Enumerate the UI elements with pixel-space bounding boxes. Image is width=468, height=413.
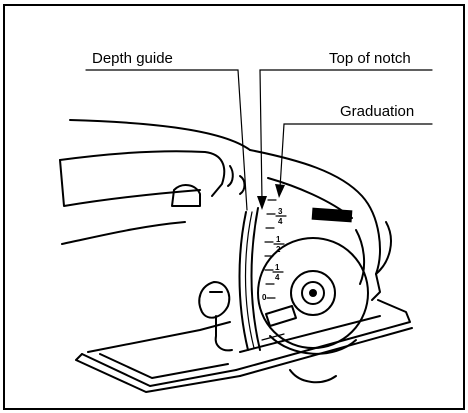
scale-half-denominator: 2 <box>276 245 281 254</box>
label-graduation: Graduation <box>340 103 414 120</box>
scale-quarter-numerator: 1 <box>275 263 280 272</box>
scale-quarter-denominator: 4 <box>275 273 280 282</box>
saw-base-plate <box>75 299 413 393</box>
leader-graduation <box>275 123 433 198</box>
scale-three-quarter-denominator: 4 <box>278 217 283 226</box>
frame-border <box>3 4 465 410</box>
scale-three-quarter-numerator: 3 <box>278 207 283 216</box>
graduation-scale: 3 4 1 2 1 4 0 <box>262 199 287 302</box>
depth-guide-rail <box>238 207 261 351</box>
leader-depth-guide <box>85 69 248 211</box>
leader-top-of-notch <box>257 69 433 210</box>
scale-zero: 0 <box>262 293 267 302</box>
guard-window <box>311 207 353 223</box>
saw-motor-housing <box>59 119 251 245</box>
saw-blade-guard <box>249 149 392 301</box>
label-top-of-notch: Top of notch <box>329 50 411 67</box>
depth-clamp <box>261 305 297 341</box>
blade-lower-edge <box>289 369 337 384</box>
depth-lever-knob <box>198 281 233 352</box>
scale-half-numerator: 1 <box>276 235 281 244</box>
label-depth-guide: Depth guide <box>92 50 173 67</box>
